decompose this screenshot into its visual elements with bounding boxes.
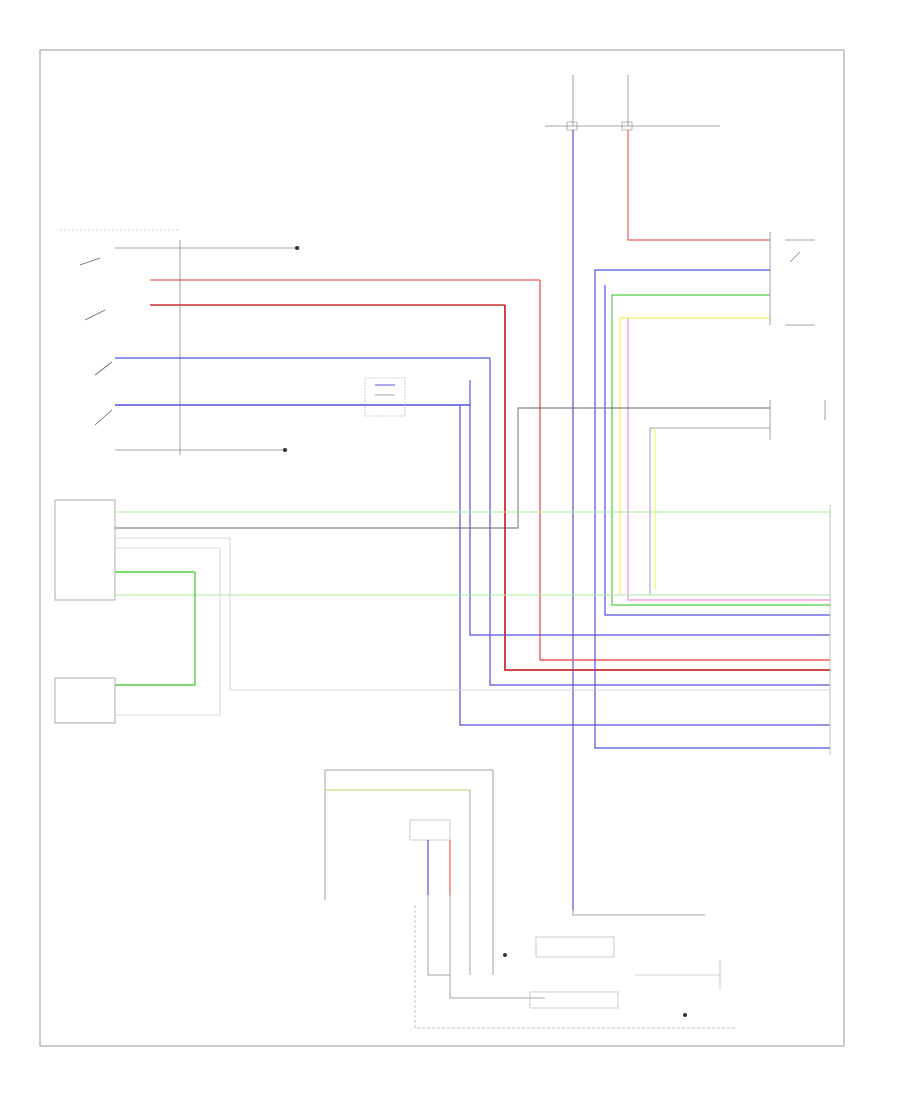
wire-blue-right-2 — [469, 380, 830, 636]
center-connector — [364, 377, 406, 417]
power-feed-top — [545, 75, 720, 131]
wire-gray-relay-2 — [649, 427, 770, 595]
lower-left-device — [54, 677, 116, 724]
left-mid-connector — [54, 499, 830, 716]
wire-blue-right-3 — [459, 405, 830, 726]
wire-darkred-right — [504, 305, 830, 671]
wire-gray-bottom — [572, 910, 705, 916]
wire-blue-upper-2 — [604, 285, 830, 616]
right-relay-lower — [769, 400, 826, 440]
diagram-frame — [39, 49, 845, 1047]
wire-blue-upper — [594, 269, 830, 749]
wire-red-right — [539, 280, 830, 661]
bottom-section — [324, 769, 735, 1029]
left-switch-block — [60, 229, 540, 455]
wire-blue-right-1 — [489, 358, 830, 686]
wire-yellow-upper — [619, 317, 770, 595]
wire-red-feed — [627, 130, 770, 241]
wire-gray-relay — [115, 407, 770, 529]
wire-green-upper — [611, 294, 830, 606]
wire-pink-upper — [627, 318, 830, 601]
right-relay-upper — [769, 232, 815, 326]
